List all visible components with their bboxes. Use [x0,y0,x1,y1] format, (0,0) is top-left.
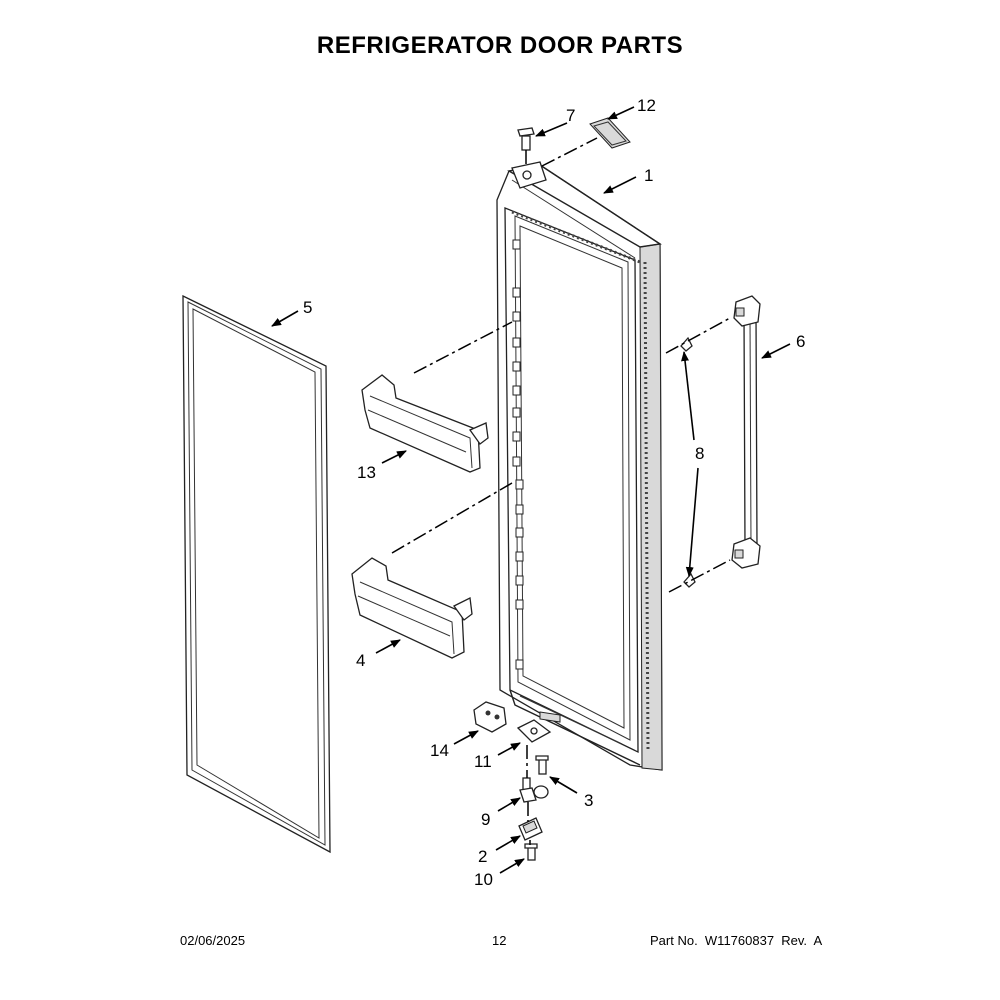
callout-1: 1 [644,166,653,185]
liner-shelf-supports [512,239,524,670]
door-gasket-part-5 [182,294,331,854]
callout-11: 11 [474,752,492,771]
bushing-part-9 [519,777,549,803]
callout-5: 5 [303,298,312,317]
door-bin-part-4 [351,557,473,659]
door-handle-part-6 [731,295,761,569]
callout-9: 9 [481,810,490,829]
callout-13: 13 [357,463,376,482]
bottom-hinge-part-11 [516,719,552,743]
cover-part-12 [589,117,631,149]
door-bin-part-13 [361,374,489,473]
handle-screws-part-8 [680,336,696,588]
callout-arrows [271,106,791,874]
screw-part-3 [535,755,549,775]
hinge-cover-part-14 [473,701,507,733]
callout-2: 2 [478,847,487,866]
screw-part-10 [524,843,538,861]
page-title: REFRIGERATOR DOOR PARTS [316,32,684,59]
assembly-leader-lines [391,137,731,845]
footer-date: 02/06/2025 [180,933,246,948]
callout-14: 14 [430,741,449,760]
footer-page-number: 12 [492,933,507,948]
callout-6: 6 [796,332,805,351]
door-assembly-part-1 [496,161,663,771]
callout-8: 8 [695,444,704,463]
hinge-part-2 [518,817,543,841]
callout-4: 4 [356,651,365,670]
hinge-pin-part-7 [517,127,535,151]
callout-12: 12 [637,96,656,115]
callout-10: 10 [474,870,493,889]
footer-part-number: Part No. W11760837 Rev. A [650,933,823,948]
callout-7: 7 [566,106,575,125]
callout-3: 3 [584,791,593,810]
